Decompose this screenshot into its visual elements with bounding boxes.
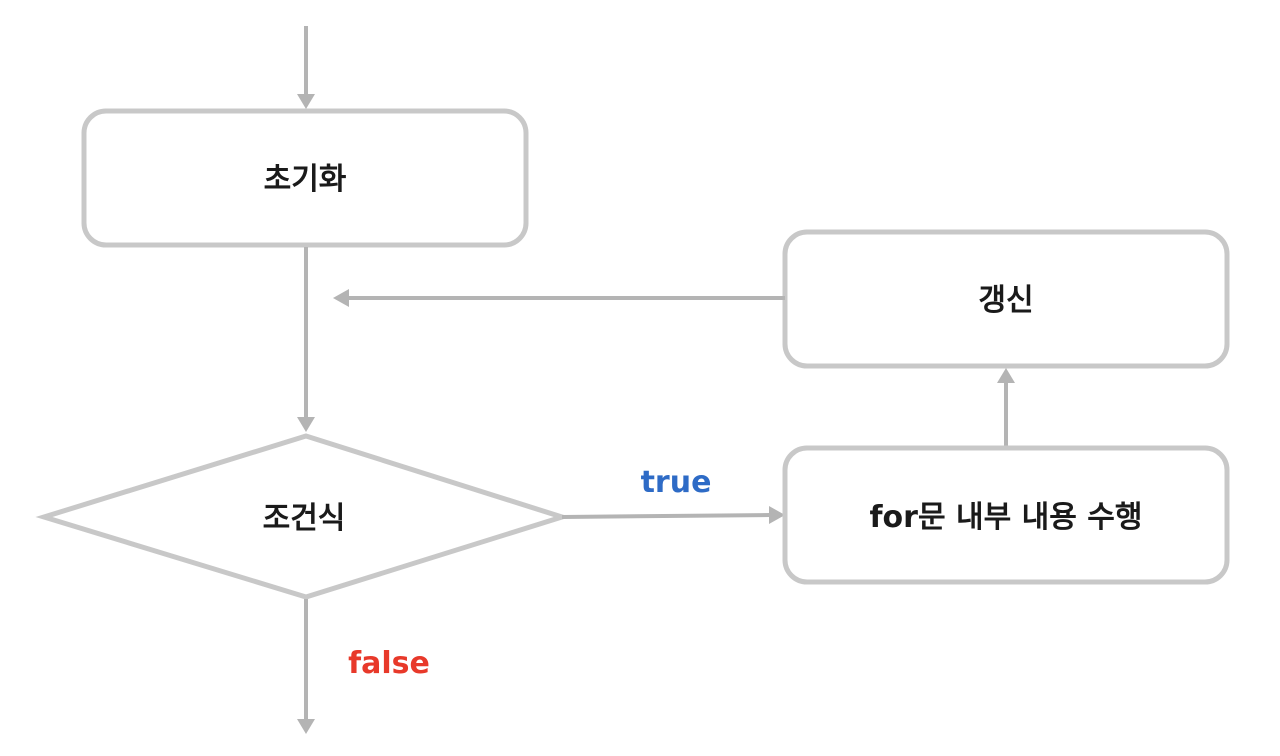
true-label: true [641,465,712,500]
update-label: 갱신 [978,283,1033,318]
init-label: 초기화 [264,162,347,197]
entry-arrow [297,26,315,109]
init-to-condition-arrow [297,247,315,432]
false-arrow: false [297,599,430,734]
condition-label: 조건식 [263,501,346,536]
body-box [782,445,1230,585]
false-label: false [348,646,430,681]
body-node: for문 내부 내용 수행 [782,445,1230,585]
init-node: 초기화 [81,108,529,248]
update-node: 갱신 [782,229,1230,369]
condition-diamond [35,433,571,600]
body-to-update-arrow [997,368,1015,446]
true-arrow: true [561,465,785,524]
condition-node: 조건식 [35,433,571,600]
body-label: for문 내부 내용 수행 [870,500,1143,535]
update-to-main-arrow [333,289,785,307]
init-box [81,108,529,248]
